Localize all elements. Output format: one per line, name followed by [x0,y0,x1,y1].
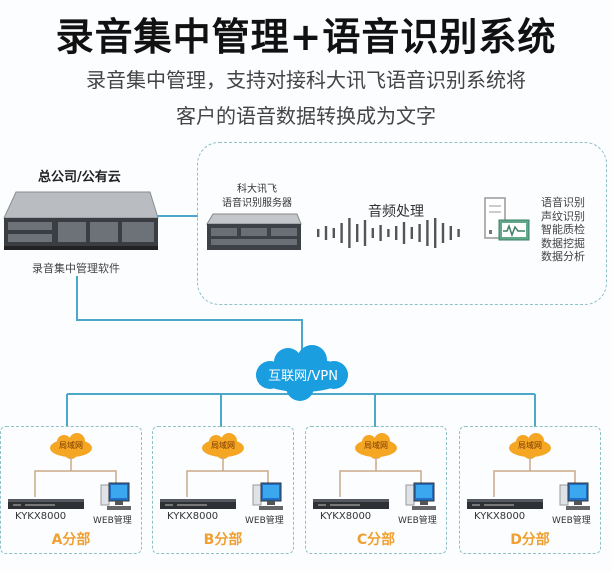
sound-wave-bar [457,229,460,237]
monitoring-workstation-icon [484,197,530,241]
web-management-label: WEB管理 [93,516,132,526]
lan-label: 局域网 [518,441,542,450]
sound-wave-bar [317,229,320,237]
device-model-label: KYKX8000 [167,511,219,522]
function-item: 数据挖掘 [541,236,585,250]
subtitle-line-2: 客户的语音数据转换成为文字 [176,104,436,128]
sound-wave-bar [441,223,445,243]
function-list: 语音识别 声纹识别 智能质检 数据挖掘 数据分析 [541,196,585,264]
device-model-label: KYKX8000 [320,511,372,522]
recognition-server-icon [206,213,302,250]
sound-wave-bar [340,223,343,243]
sound-wave-bar [363,220,367,246]
branch-name: B分部 [203,532,243,548]
headquarters-label: 总公司/公有云 [38,170,121,185]
sound-wave-bar [426,220,429,246]
sound-wave-bar [324,226,328,240]
sound-wave-bar [379,225,382,241]
lan-label: 局域网 [211,441,235,450]
function-item: 语音识别 [541,196,585,209]
sound-wave-bar [348,218,351,248]
sound-wave-icon [317,218,460,248]
sound-wave-bar [356,224,359,242]
recorder-device-icon [313,499,389,509]
subtitle-line-1: 录音集中管理，支持对接科大讯飞语音识别系统将 [86,68,526,92]
lan-label: 局域网 [364,441,388,450]
branch-office-b: 局域网 KYKX8000 WEB管理 B分部 [152,426,294,554]
sound-wave-bar [410,227,413,239]
sound-wave-bar [418,224,421,242]
sound-wave-bar [395,226,398,240]
web-management-label: WEB管理 [245,516,284,526]
sound-wave-bar [371,228,374,238]
branch-name: A分部 [51,532,91,548]
branch-name: D分部 [510,532,550,548]
page-title: 录音集中管理+语音识别系统 [55,15,557,59]
iflytek-panel [197,142,607,305]
cloud-icon [256,345,348,401]
sound-wave-bar [434,218,437,248]
function-item: 智能质检 [541,223,585,236]
server-label-line-1: 科大讯飞 [237,184,277,195]
lan-connector-lines [493,457,576,497]
branch-office-c: 局域网 KYKX8000 WEB管理 C分部 [305,426,447,554]
server-label-line-2: 语音识别服务器 [222,198,292,209]
web-management-computer-icon [100,482,131,510]
audio-processing-label: 音频处理 [368,204,424,220]
lan-connector-lines [186,457,269,497]
web-management-computer-icon [252,482,283,510]
rack-server-icon [3,191,159,250]
hq-to-internet-line [76,276,303,352]
lan-label: 局域网 [59,441,83,450]
lan-cloud-icon [50,433,92,459]
device-model-label: KYKX8000 [474,511,526,522]
function-item: 声纹识别 [541,209,585,223]
lan-connector-lines [339,457,422,497]
sound-wave-bar [332,228,335,238]
branch-office-d: 局域网 KYKX8000 WEB管理 D分部 [459,426,601,554]
branch-office-a: 局域网 KYKX8000 WEB管理 A分部 [0,426,142,554]
web-management-computer-icon [405,482,436,510]
branch-name: C分部 [356,532,396,548]
recorder-device-icon [8,499,84,509]
software-label: 录音集中管理软件 [32,262,120,275]
web-management-computer-icon [559,482,590,510]
function-item: 数据分析 [541,250,585,263]
recorder-device-icon [467,499,543,509]
sound-wave-bar [449,226,452,240]
internet-vpn-label: 互联网/VPN [268,369,338,384]
lan-cloud-icon [509,433,551,459]
sound-wave-bar [387,229,390,237]
web-management-label: WEB管理 [552,516,591,526]
lan-connector-lines [34,457,117,497]
device-model-label: KYKX8000 [15,511,67,522]
web-management-label: WEB管理 [398,516,437,526]
sound-wave-bar [402,222,406,244]
lan-cloud-icon [202,433,244,459]
recorder-device-icon [160,499,236,509]
lan-cloud-icon [355,433,397,459]
